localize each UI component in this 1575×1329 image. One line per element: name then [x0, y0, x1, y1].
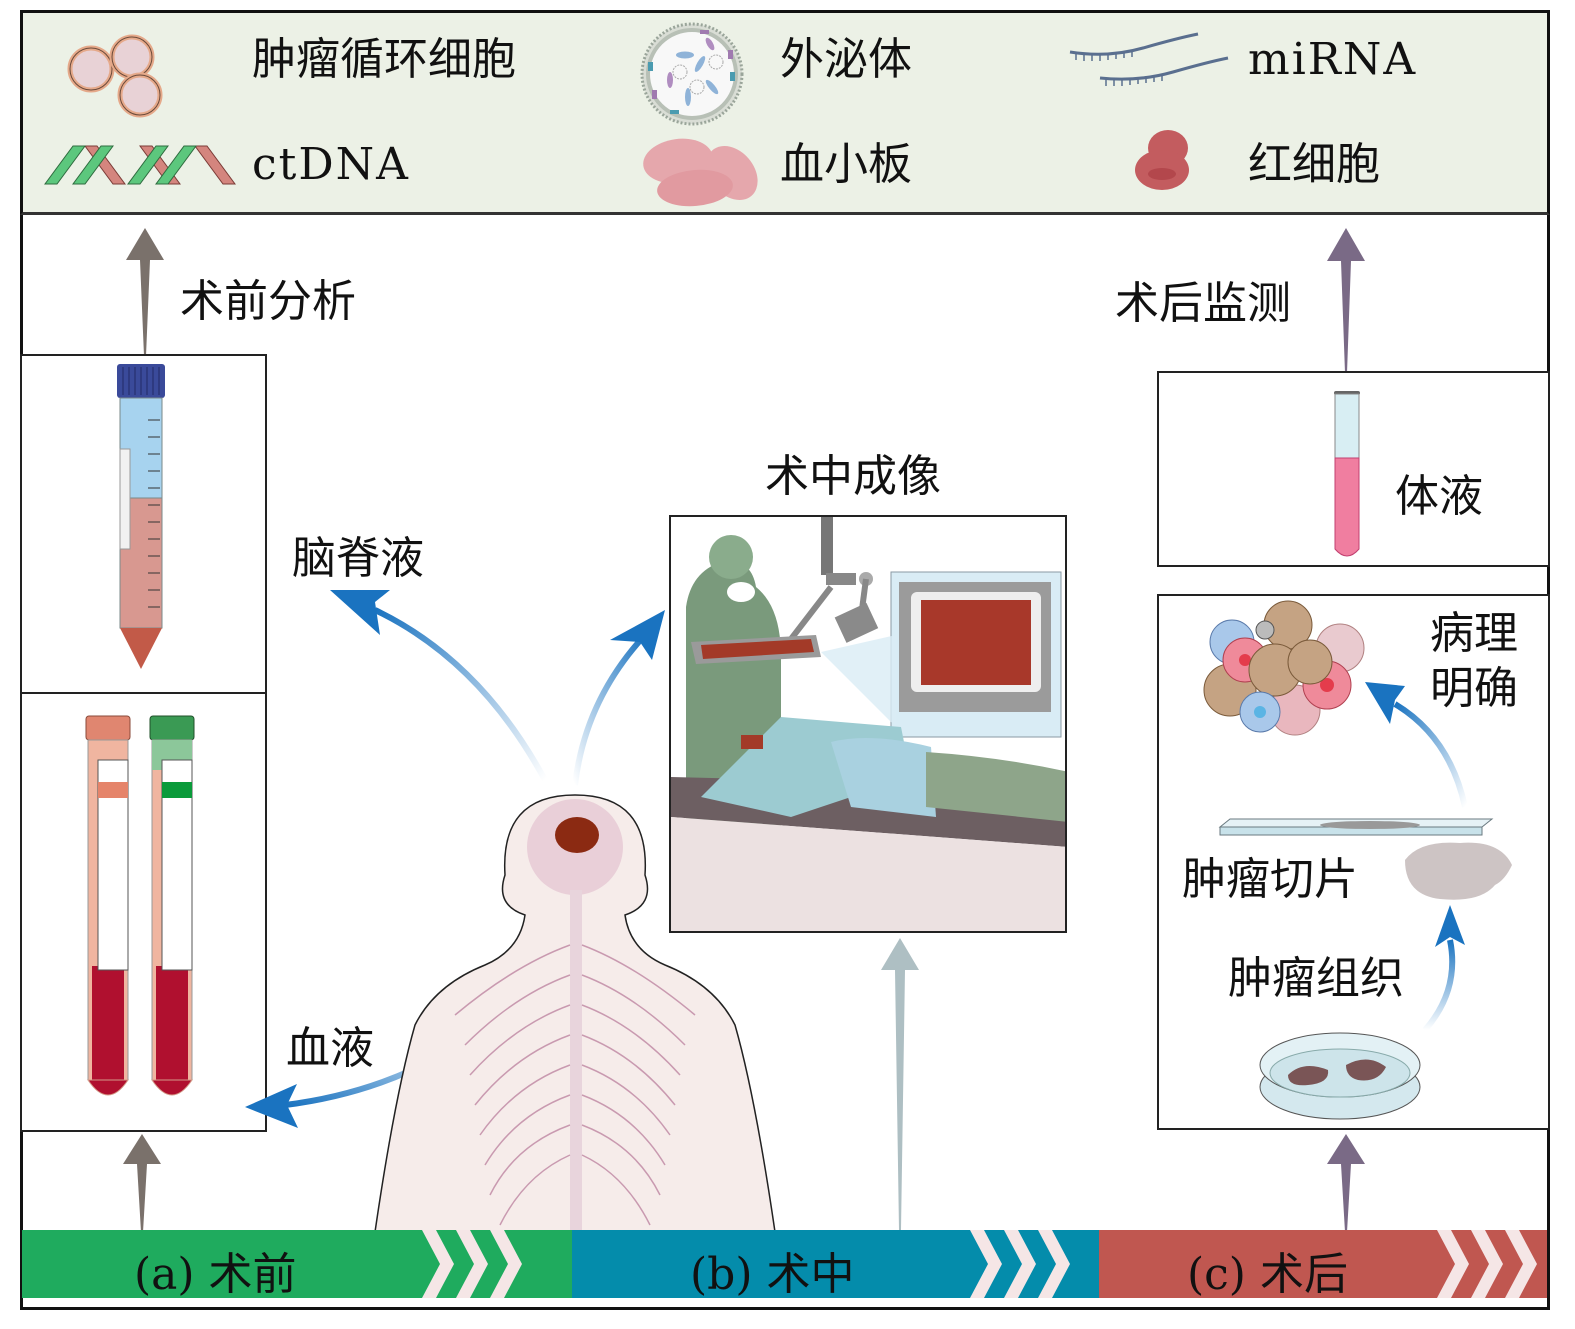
legend-label-mirna: miRNA: [1248, 34, 1418, 85]
chevrons-pre-op: [422, 1230, 522, 1298]
platelets-icon: [643, 138, 758, 207]
surgery-scene-panel: [669, 515, 1067, 933]
tissue-section-icon: [1405, 842, 1512, 900]
tumor-cells-cluster-icon: [1203, 600, 1365, 736]
body-fluid-label: 体液: [1395, 471, 1483, 522]
pathology-label-line2: 明确: [1430, 663, 1518, 714]
blood-sample-panel: [20, 692, 267, 1132]
tissue-to-section-arrow: [1422, 905, 1465, 1032]
legend-label-platelets: 血小板: [780, 139, 912, 190]
post-op-timeline-arrow: [1327, 1134, 1365, 1232]
biomarker-legend: [20, 10, 1550, 215]
intra-op-timeline-arrow: [881, 938, 919, 1230]
blood-tube-orange-icon: [85, 715, 131, 1096]
human-nervous-system-figure: [374, 794, 776, 1233]
legend-label-ctc: 肿瘤循环细胞: [252, 34, 516, 85]
pre-op-timeline-arrow: [123, 1134, 161, 1232]
pathology-arrow: [1365, 682, 1468, 808]
test-tube-icon: [1334, 391, 1360, 557]
legend-label-rbc: 红细胞: [1248, 139, 1380, 190]
csf-label: 脑脊液: [292, 533, 424, 584]
csf-arrow: [330, 590, 548, 782]
intra-op-imaging-label: 术中成像: [765, 451, 941, 502]
surgery-scene-illustration: [671, 517, 1065, 931]
ctdna-helix-icon: [44, 145, 236, 185]
mirna-icon: [1069, 32, 1229, 86]
timeline-label-intra-op: (b) 术中: [690, 1249, 855, 1300]
blood-label: 血液: [286, 1023, 374, 1074]
pre-op-analysis-arrow: [126, 228, 164, 356]
timeline-label-pre-op: (a) 术前: [134, 1249, 297, 1300]
chevrons-post-op: [1437, 1230, 1537, 1298]
timeline-label-post-op: (c) 术后: [1187, 1249, 1348, 1300]
red-blood-cell-icon: [1135, 130, 1189, 190]
post-op-monitoring-arrow: [1327, 228, 1365, 373]
legend-label-exosome: 外泌体: [780, 34, 912, 85]
post-op-monitoring-label: 术后监测: [1115, 278, 1291, 329]
microscope-slide-icon: [1218, 818, 1494, 836]
legend-label-ctdna: ctDNA: [252, 139, 410, 190]
pathology-label-line1: 病理: [1430, 608, 1518, 659]
exosome-icon: [640, 22, 744, 126]
chevrons-intra-op: [970, 1230, 1070, 1298]
pre-op-analysis-label: 术前分析: [180, 276, 356, 327]
intra-op-arrow: [572, 610, 665, 786]
blood-tube-green-icon: [149, 715, 195, 1096]
petri-dish-icon: [1259, 1032, 1421, 1120]
tumor-tissue-label: 肿瘤组织: [1228, 953, 1404, 1004]
timeline-segment-post-op: (c) 术后: [1099, 1230, 1547, 1300]
circulating-tumor-cells-icon: [67, 34, 163, 118]
surgery-phase-timeline: (a) 术前 (b) 术中 (c) 术后: [22, 1230, 1547, 1300]
centrifuge-tube-icon: [117, 364, 165, 669]
tumor-section-label: 肿瘤切片: [1182, 854, 1358, 905]
